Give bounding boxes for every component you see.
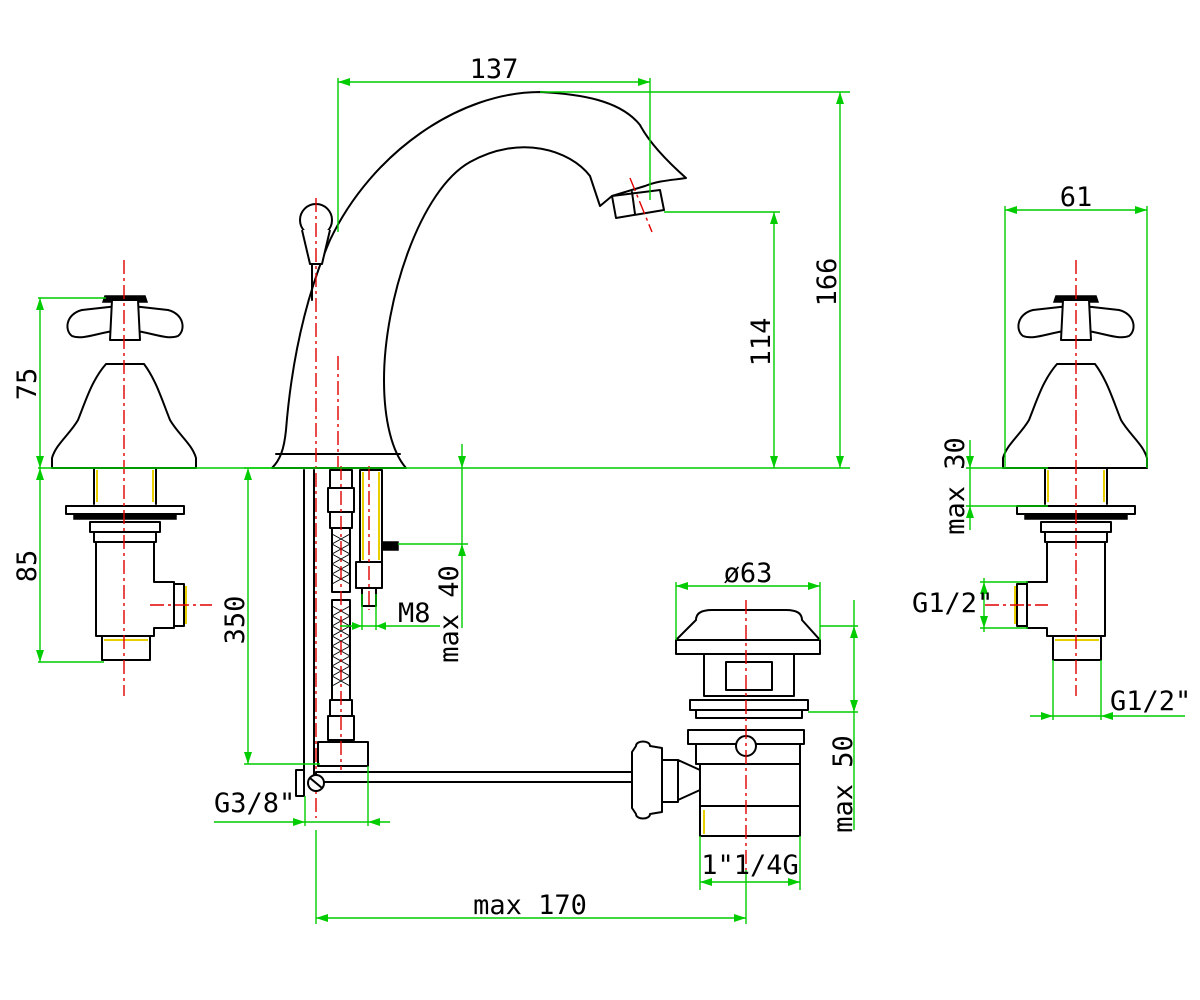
dim-rod-thread: M8 <box>398 598 431 629</box>
dim-handle-spacing: 61 <box>1060 182 1093 213</box>
dim-max-deck-thickness: max 40 <box>434 565 465 663</box>
dim-waste-max-length: max 50 <box>828 735 859 833</box>
dim-valve-body-length: 85 <box>12 550 43 583</box>
dim-hose-thread: G3/8" <box>214 788 295 819</box>
flexible-supply-hose <box>317 466 369 770</box>
dim-handle-height: 75 <box>12 368 43 401</box>
dim-hose-length: 350 <box>220 596 251 645</box>
dim-outlet-height: 114 <box>746 318 777 367</box>
dimension-lines <box>36 78 1185 924</box>
dim-max-rod-length: max 170 <box>473 890 587 921</box>
right-cross-handle-valve <box>985 260 1148 696</box>
pop-up-lever-rod <box>295 198 637 818</box>
dim-spout-height: 166 <box>812 258 843 307</box>
dim-spout-reach: 137 <box>470 54 519 85</box>
dim-inlet-thread-right: G1/2" <box>912 588 993 619</box>
swan-neck-spout <box>271 91 687 470</box>
pop-up-waste <box>631 600 821 870</box>
dim-waste-diameter: ø63 <box>724 558 773 589</box>
dimension-labels: 137 166 114 75 85 61 max 30 G1/2" G1/2" … <box>12 54 1191 921</box>
dim-outlet-thread-right: G1/2" <box>1110 686 1191 717</box>
dim-max-deck-thickness-right: max 30 <box>940 437 971 535</box>
left-cross-handle-valve <box>51 260 212 696</box>
mounting-shank <box>355 466 399 610</box>
dim-waste-thread: 1"1/4G <box>701 850 799 881</box>
